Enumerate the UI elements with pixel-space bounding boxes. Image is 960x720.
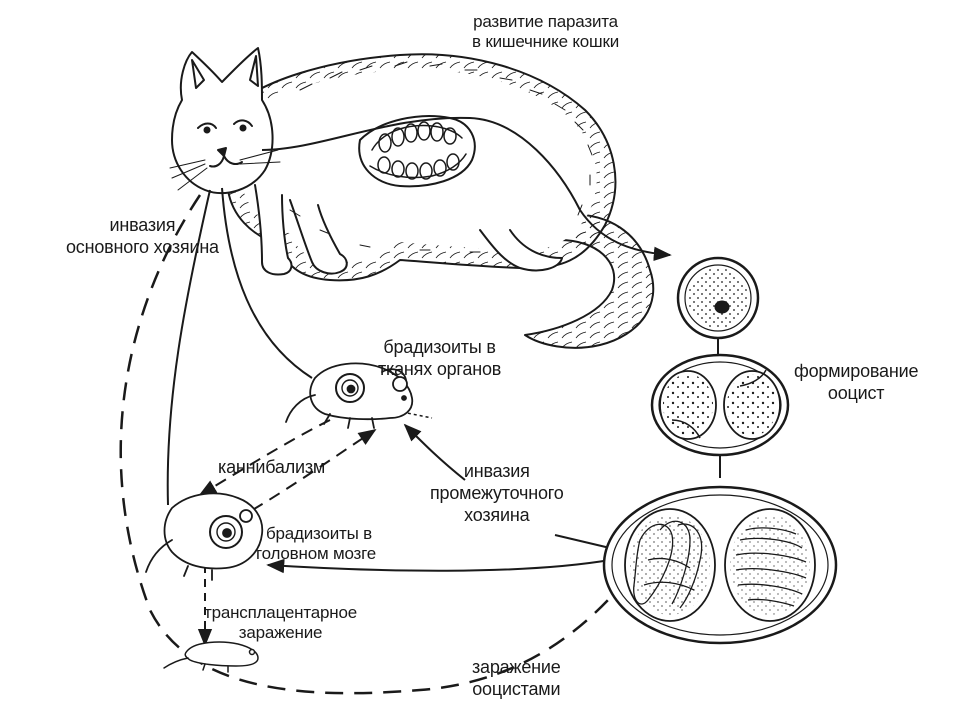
cat-hind-leg [479,229,563,272]
dashed-organ-to-brain-mouse [198,419,331,496]
mouse-baby [163,641,259,673]
label-oocyst-infection: заражение ооцистами [472,657,561,699]
label-bradyzoites-organs: брадизоиты в тканях органов [378,337,502,379]
label-cannibalism: каннибализм [218,457,326,477]
label-oocyst-formation: формирование ооцист [794,361,919,403]
line-oocyst-to-intermediate [554,534,611,549]
dashed-loop-oocyst-infection [119,194,609,695]
cycle-lines [119,116,721,695]
oocyst-sporulated [602,485,838,645]
cat-figure [169,47,655,349]
label-cat-intestine-development: развитие паразита в кишечнике кошки [472,12,620,51]
oocyst-unsporulated [676,256,760,340]
arrow-oocyst-to-brain-mouse [266,558,611,574]
line-cat-to-brain-mouse [166,189,211,506]
arrow-intermediate-invasion [403,423,466,481]
label-main-host-invasion: инвазия основного хозяина [66,215,219,257]
cat-front-legs [254,184,293,276]
label-intermediate-host-invasion: инвазия промежуточного хозяина [430,461,564,525]
dashed-cannibalism [234,429,377,521]
mouse-brain [145,492,264,581]
line-cat-to-organ-mouse [221,187,313,379]
label-transplacental: трансплацентарное заражение [204,603,357,642]
mouse-organs [285,362,414,429]
intestine-cells [369,121,467,180]
label-bradyzoites-brain: брадизоиты в головном мозге [256,524,376,563]
cat-head [171,47,274,195]
oocyst-sporoblasts [650,353,790,457]
arrow-intestine-to-oocyst [261,116,672,261]
